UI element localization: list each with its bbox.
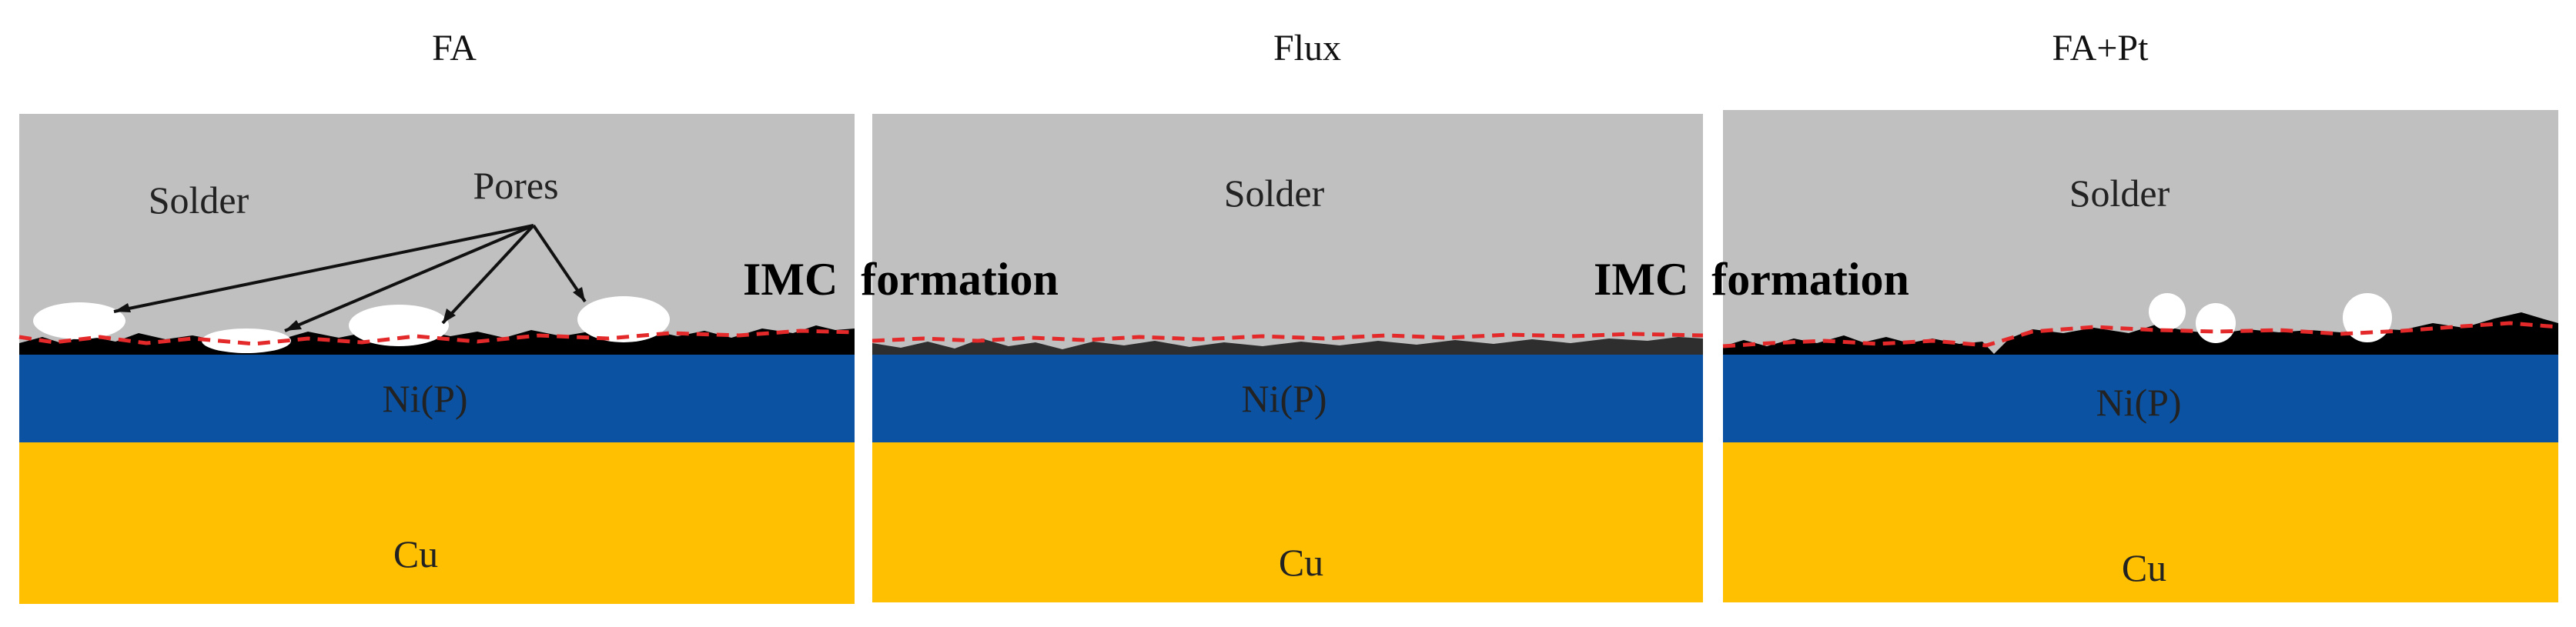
pore [33, 302, 125, 339]
arrow [284, 224, 534, 332]
nip-layer [19, 355, 855, 442]
nip-label: Ni(P) [382, 377, 467, 420]
solder-label: Solder [149, 178, 249, 222]
pore [577, 296, 670, 342]
pores [33, 296, 670, 353]
pores [2149, 293, 2392, 343]
imc-formation-label-2: IMC formation [1594, 254, 1909, 305]
nip-layer [1723, 355, 2558, 442]
cu-label: Cu [2122, 546, 2166, 589]
nip-label: Ni(P) [1241, 377, 1326, 420]
arrow [113, 224, 534, 313]
solder-layer [872, 114, 1703, 355]
arrowhead [285, 320, 302, 331]
cu-layer [19, 442, 855, 604]
cu-label: Cu [393, 532, 438, 575]
interface-dashed-line [1722, 321, 2559, 349]
arrowhead [573, 287, 585, 302]
pore-arrows [113, 224, 587, 332]
nip-layer [872, 355, 1703, 442]
arrow [532, 224, 587, 303]
nip-label: Ni(P) [2096, 381, 2181, 424]
arrow [441, 224, 535, 325]
pore [202, 329, 291, 353]
panel-fa: FA Solder Ni(P) Cu Pores [18, 28, 855, 604]
solder-label: Solder [1224, 172, 1325, 215]
arrowhead [443, 308, 456, 323]
pore [2149, 293, 2186, 330]
arrowhead [114, 303, 131, 312]
panel-flux: Flux Solder Ni(P) Cu [871, 28, 1704, 602]
imc-layer [872, 337, 1703, 355]
imc-formation-label-1: IMC formation [743, 254, 1059, 305]
panel-fa-pt: FA+Pt Solder Ni(P) Cu [1722, 28, 2559, 602]
cu-layer [1723, 442, 2558, 602]
cu-label: Cu [1279, 541, 1323, 584]
pores-label: Pores [473, 164, 558, 207]
panel-title-flux: Flux [1273, 28, 1341, 68]
pore [2196, 303, 2236, 343]
interface-dashed-line [18, 329, 855, 346]
solder-label: Solder [2069, 172, 2170, 215]
imc-layer [1723, 312, 2558, 355]
pore [2343, 293, 2392, 342]
panel-title-fa-pt: FA+Pt [2052, 28, 2149, 68]
cu-layer [872, 442, 1703, 602]
interface-dashed-line [871, 332, 1704, 343]
panel-title-fa: FA [432, 28, 477, 68]
solder-layer [1723, 110, 2558, 355]
